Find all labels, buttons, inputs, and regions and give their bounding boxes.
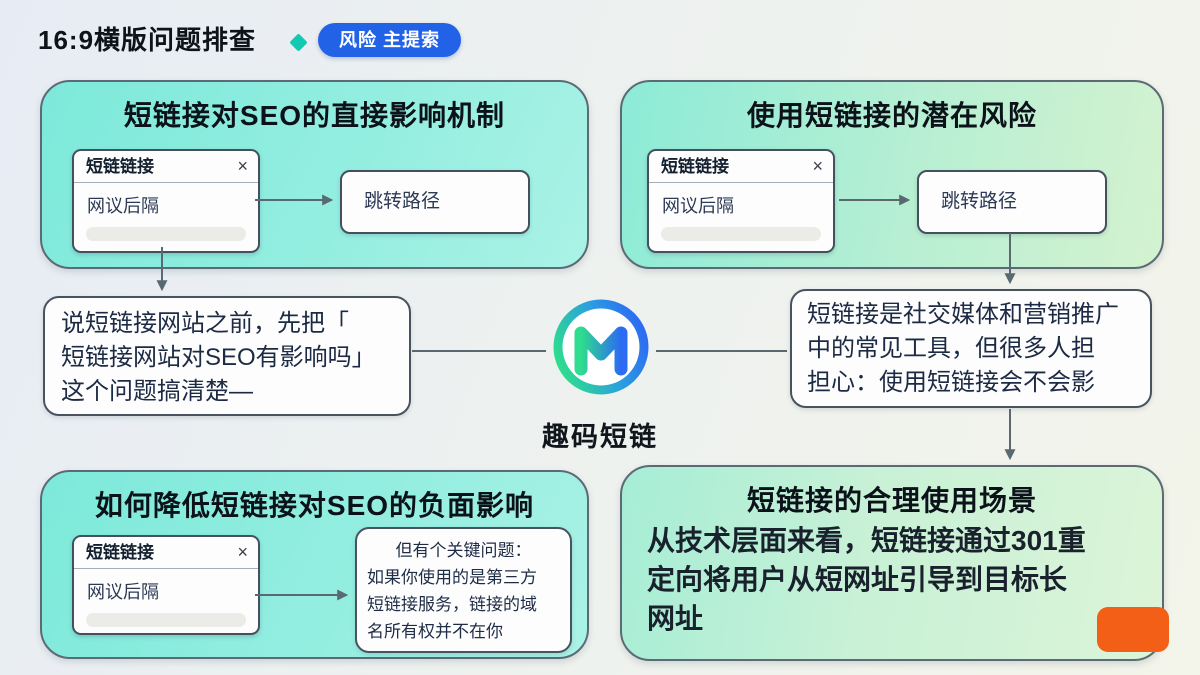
note-line: 但有个关键问题： bbox=[395, 541, 532, 560]
shortlink-card: 短链链接 × 网议后隔 bbox=[647, 149, 835, 253]
brand-name: 趣码短链 bbox=[542, 422, 658, 452]
bubble-line: 短链接网站对SEO有影响吗」 bbox=[61, 344, 376, 371]
key-issue-note: 但有个关键问题： 如果你使用的是第三方 短链接服务，链接的域 名所有权并不在你 bbox=[355, 527, 572, 653]
panel-title: 使用短链接的潜在风险 bbox=[746, 100, 1037, 131]
card-title: 短链链接 bbox=[86, 543, 154, 562]
close-icon[interactable]: × bbox=[237, 156, 248, 176]
card-title: 短链链接 bbox=[86, 157, 154, 176]
body-line: 定向将用户从短网址引导到目标长 bbox=[647, 564, 1068, 595]
risk-badge: 风险 主提索 bbox=[318, 23, 462, 57]
body-line: 从技术层面来看，短链接通过301重 bbox=[647, 525, 1086, 556]
placeholder-bar bbox=[86, 613, 246, 627]
diamond-icon bbox=[289, 33, 308, 52]
panel-title: 短链接的合理使用场景 bbox=[746, 485, 1037, 516]
card-body-text: 网议后隔 bbox=[87, 582, 159, 602]
placeholder-bar bbox=[661, 227, 821, 241]
brand-logo bbox=[548, 294, 654, 400]
panel-title: 如何降低短链接对SEO的负面影响 bbox=[94, 490, 535, 521]
orange-action-shape[interactable] bbox=[1097, 607, 1169, 652]
panel-title: 短链接对SEO的直接影响机制 bbox=[123, 100, 506, 131]
bubble-line: 中的常见工具，但很多人担 bbox=[807, 335, 1095, 362]
panel-seo-impact: 短链接对SEO的直接影响机制 短链链接 × 网议后隔 跳转路径 bbox=[40, 80, 589, 269]
page-title: 16:9横版问题排查 bbox=[38, 25, 257, 55]
left-intro-bubble: 说短链接网站之前，先把「 短链接网站对SEO有影响吗」 这个问题搞清楚— bbox=[43, 296, 411, 416]
bubble-line: 这个问题搞清楚— bbox=[61, 378, 253, 405]
panel-reduce-impact: 如何降低短链接对SEO的负面影响 短链链接 × 网议后隔 但有个关键问题： 如果… bbox=[40, 470, 589, 659]
jump-path-node: 跳转路径 bbox=[917, 170, 1107, 234]
note-line: 短链接服务，链接的域 bbox=[367, 595, 537, 614]
note-line: 名所有权并不在你 bbox=[367, 622, 503, 641]
right-concern-bubble: 短链接是社交媒体和营销推广 中的常见工具，但很多人担 担心：使用短链接会不会影 bbox=[790, 289, 1152, 408]
card-header: 短链链接 × bbox=[74, 151, 258, 183]
note-line: 如果你使用的是第三方 bbox=[367, 568, 537, 587]
card-body-text: 网议后隔 bbox=[662, 196, 734, 216]
panel-potential-risk: 使用短链接的潜在风险 短链链接 × 网议后隔 跳转路径 bbox=[620, 80, 1164, 269]
bubble-line: 说短链接网站之前，先把「 bbox=[61, 310, 349, 337]
close-icon[interactable]: × bbox=[812, 156, 823, 176]
card-header: 短链链接 × bbox=[649, 151, 833, 183]
body-line: 网址 bbox=[647, 603, 704, 634]
bubble-line: 短链接是社交媒体和营销推广 bbox=[807, 301, 1119, 328]
card-body-text: 网议后隔 bbox=[87, 196, 159, 216]
card-header: 短链链接 × bbox=[74, 537, 258, 569]
m-logo-icon bbox=[553, 299, 649, 395]
shortlink-card: 短链链接 × 网议后隔 bbox=[72, 535, 260, 635]
use-case-text: 从技术层面来看，短链接通过301重 定向将用户从短网址引导到目标长 网址 bbox=[647, 521, 1147, 638]
card-title: 短链链接 bbox=[661, 157, 729, 176]
shortlink-card: 短链链接 × 网议后隔 bbox=[72, 149, 260, 253]
bubble-line: 担心：使用短链接会不会影 bbox=[807, 369, 1095, 396]
jump-path-node: 跳转路径 bbox=[340, 170, 530, 234]
close-icon[interactable]: × bbox=[237, 542, 248, 562]
placeholder-bar bbox=[86, 227, 246, 241]
panel-use-cases: 短链接的合理使用场景 从技术层面来看，短链接通过301重 定向将用户从短网址引导… bbox=[620, 465, 1164, 661]
